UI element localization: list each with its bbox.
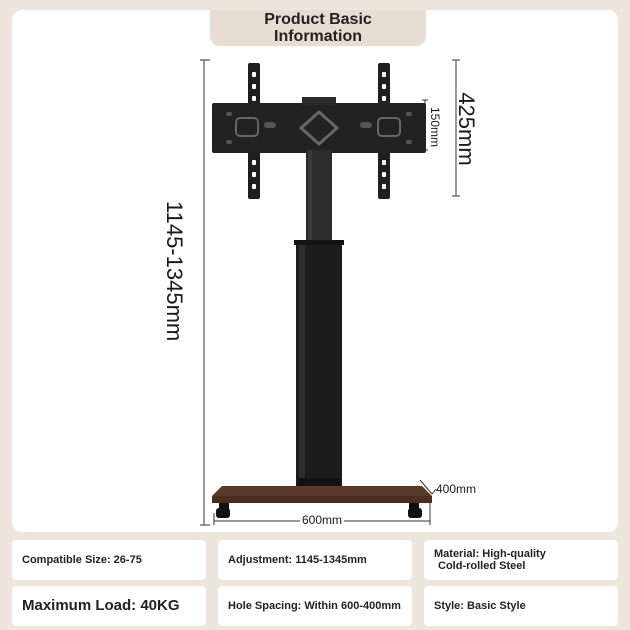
title-tab: Product Basic Information — [210, 10, 426, 46]
material-line-2: Cold-rolled Steel — [438, 560, 526, 572]
plate-spacing-label: 150mm — [428, 106, 442, 147]
spec-material: Material: High-quality Cold-rolled Steel — [424, 540, 618, 580]
material-line-1: Material: High-quality — [434, 548, 546, 560]
base-depth-label: 400mm — [436, 482, 477, 496]
caster-wheels — [216, 503, 422, 518]
height-range-label: 1145-1345mm — [162, 201, 187, 342]
spec-compatible-size: Compatible Size: 26-75 — [12, 540, 206, 580]
mounting-plate — [212, 103, 426, 153]
spec-style: Style: Basic Style — [424, 586, 618, 626]
spec-adjustment: Adjustment: 1145-1345mm — [218, 540, 412, 580]
spec-maximum-load: Maximum Load: 40KG — [12, 586, 206, 626]
base-width-label: 600mm — [300, 513, 345, 527]
base-depth-line — [419, 479, 437, 495]
plate-height-label: 425mm — [454, 92, 479, 166]
plate-height-line — [452, 59, 460, 197]
page-title: Product Basic Information — [264, 11, 372, 45]
height-dimension-line — [200, 59, 210, 526]
spec-hole-spacing: Hole Spacing: Within 600-400mm — [218, 586, 412, 626]
